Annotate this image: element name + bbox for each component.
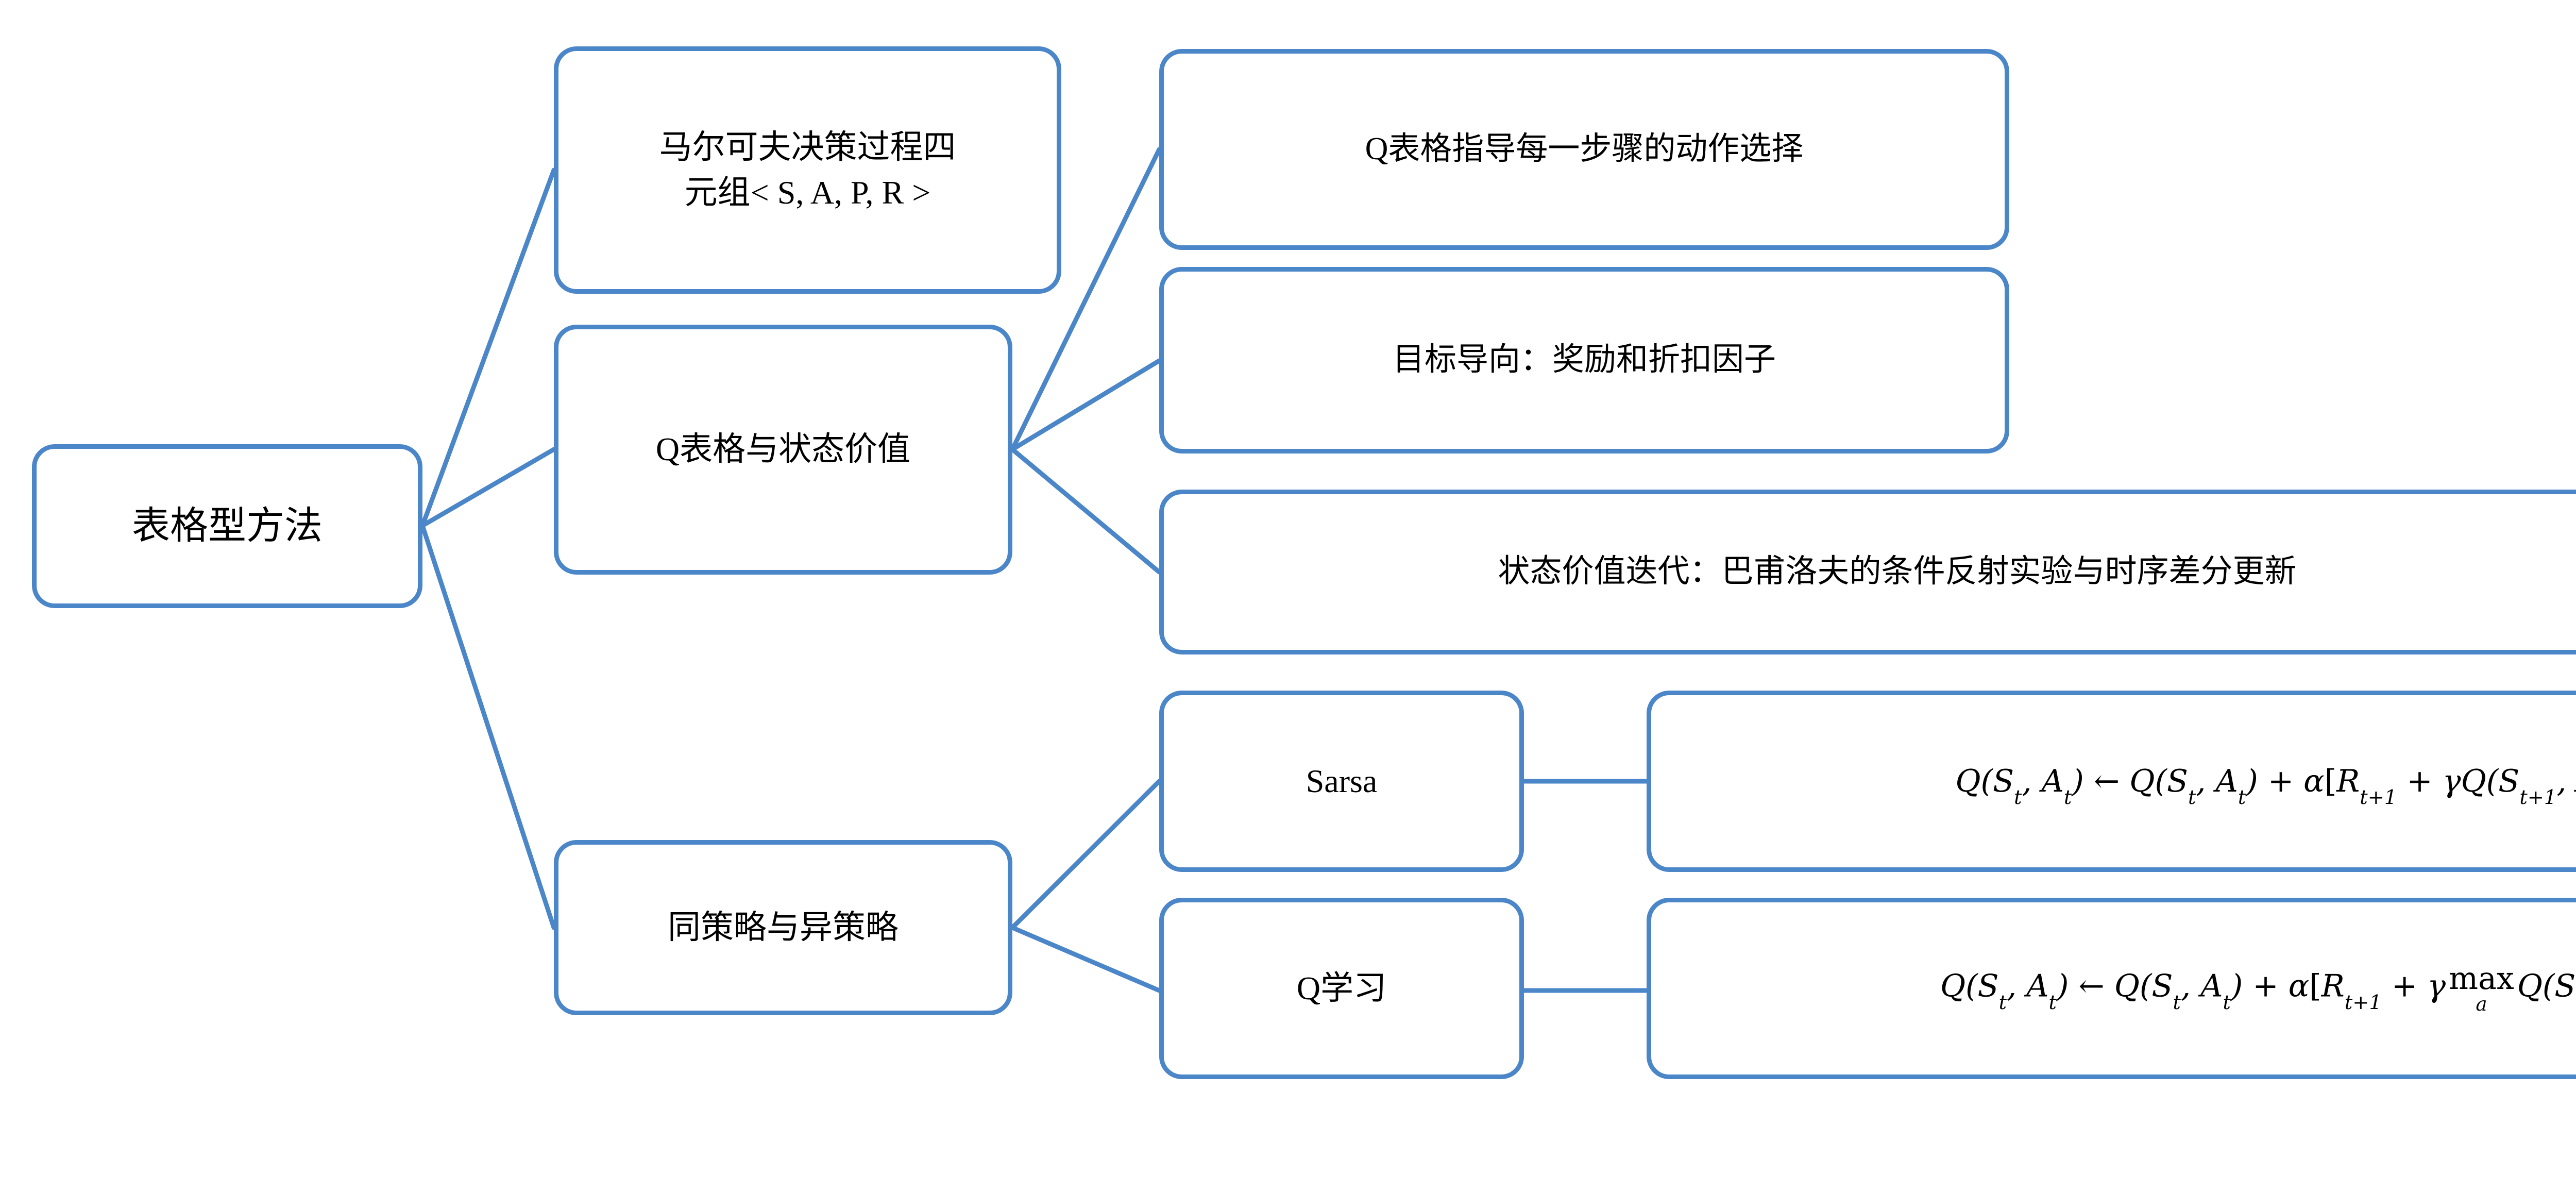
edge-root-to-qtable [420, 447, 556, 528]
node-qlearning[interactable]: Q学习 [1159, 898, 1524, 1079]
node-goal-reward[interactable]: 目标导向：奖励和折扣因子 [1159, 267, 2009, 454]
node-policy-label: 同策略与异策略 [668, 909, 899, 946]
node-sarsa-formula[interactable]: Q(St, At) ← Q(St, At) + α[Rt+1 + γQ(St+1… [1647, 691, 2576, 872]
node-mdp-label: 马尔可夫决策过程四 元组< S, A, P, R > [659, 128, 956, 211]
node-policy[interactable]: 同策略与异策略 [554, 840, 1012, 1015]
node-qtable-label: Q表格与状态价值 [655, 431, 911, 468]
edge-root-to-policy [420, 523, 556, 930]
node-qtable[interactable]: Q表格与状态价值 [554, 325, 1012, 575]
node-value-iter[interactable]: 状态价值迭代：巴甫洛夫的条件反射实验与时序差分更新 [1159, 490, 2576, 654]
edge-root-to-mdp [420, 167, 556, 528]
node-qtable-guide[interactable]: Q表格指导每一步骤的动作选择 [1159, 49, 2009, 250]
node-value-iter-label: 状态价值迭代：巴甫洛夫的条件反射实验与时序差分更新 [1498, 554, 2297, 590]
node-sarsa-label: Sarsa [1306, 762, 1378, 799]
node-qtable-guide-label: Q表格指导每一步骤的动作选择 [1365, 131, 1804, 167]
node-goal-reward-label: 目标导向：奖励和折扣因子 [1392, 342, 1776, 378]
edge-qtable-to-value [1010, 447, 1162, 575]
node-mdp[interactable]: 马尔可夫决策过程四 元组< S, A, P, R > [554, 46, 1061, 294]
node-root[interactable]: 表格型方法 [32, 444, 422, 608]
node-root-label: 表格型方法 [132, 505, 323, 547]
edge-qtable-to-goal [1010, 358, 1162, 452]
sarsa-formula-text: Q(St, At) ← Q(St, At) + α[Rt+1 + γQ(St+1… [1955, 763, 2567, 810]
node-qlearning-label: Q学习 [1296, 969, 1387, 1006]
edge-policy-to-sarsa [1010, 779, 1162, 930]
edge-policy-to-qlearning [1010, 925, 1162, 993]
node-sarsa[interactable]: Sarsa [1159, 691, 1524, 872]
